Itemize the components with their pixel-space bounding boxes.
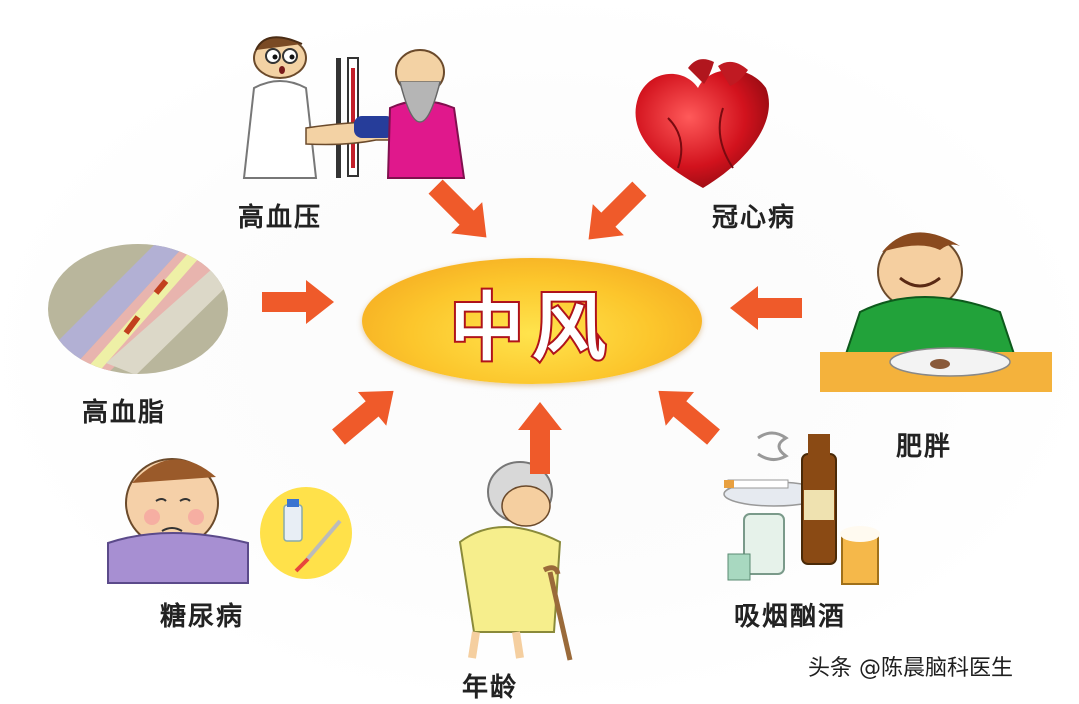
arrow-from-age-icon bbox=[518, 402, 562, 474]
center-title: 中风 bbox=[448, 283, 614, 373]
stroke-center-node: 中风 bbox=[362, 258, 702, 384]
child-with-insulin-illustration bbox=[107, 458, 352, 584]
heart-illustration bbox=[635, 59, 769, 188]
arrow-from-hypertension-icon bbox=[428, 179, 487, 238]
elderly-woman-with-cane-illustration bbox=[458, 461, 573, 661]
arrow-from-diabetes-icon bbox=[331, 390, 394, 445]
label-obesity: 肥胖 bbox=[896, 432, 953, 462]
label-diabetes: 糖尿病 bbox=[160, 602, 245, 632]
artery-plaque-illustration bbox=[48, 244, 228, 374]
label-age: 年龄 bbox=[462, 673, 519, 703]
label-hyperlipidemia: 高血脂 bbox=[82, 398, 167, 428]
label-smoking-drinking: 吸烟酗酒 bbox=[734, 602, 847, 632]
arrow-from-coronary-icon bbox=[588, 181, 647, 240]
label-hypertension: 高血压 bbox=[238, 203, 323, 233]
arrow-from-hyperlipidemia-icon bbox=[262, 280, 334, 324]
cigarettes-and-alcohol-illustration bbox=[723, 431, 880, 585]
doctor-measuring-blood-pressure-illustration bbox=[242, 36, 466, 179]
overweight-man-eating-illustration bbox=[820, 232, 1052, 392]
arrow-from-smoking-drinking-icon bbox=[658, 390, 721, 445]
label-coronary-heart-disease: 冠心病 bbox=[712, 203, 797, 233]
watermark: 头条 @陈晨脑科医生 bbox=[808, 656, 1013, 681]
arrow-from-obesity-icon bbox=[730, 286, 802, 330]
